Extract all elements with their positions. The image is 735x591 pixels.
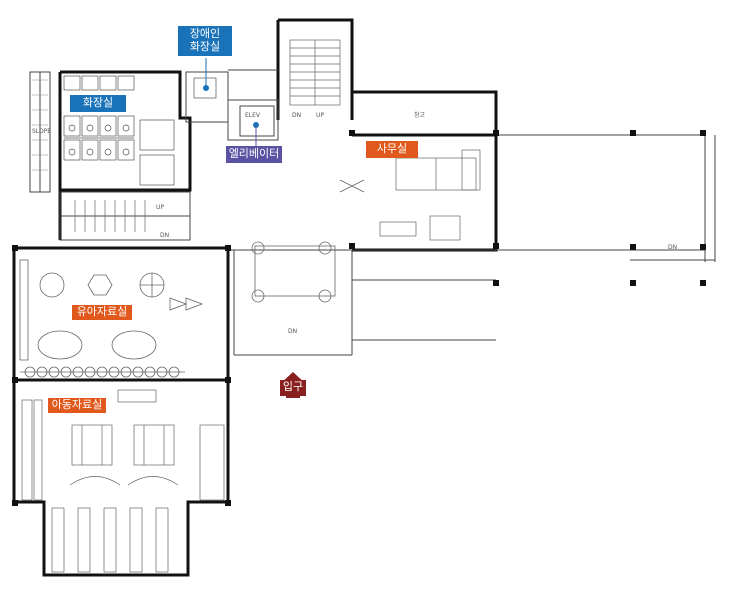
children-room-label: 아동자료실 xyxy=(48,398,106,413)
interior-walls xyxy=(29,69,716,356)
entrance-label: 입구 xyxy=(280,380,306,396)
right-dn-label: DN xyxy=(668,244,678,251)
slope-label: SLOPE xyxy=(32,128,52,135)
stair-left xyxy=(74,200,146,232)
stair-central xyxy=(289,39,341,106)
lobby-elements xyxy=(169,179,365,311)
infant-room-furniture xyxy=(19,259,185,378)
columns xyxy=(12,130,706,506)
left-stair-up-label: UP xyxy=(156,204,165,211)
infant-room-label: 유아자료실 xyxy=(72,305,132,320)
left-stair-dn-label: DN xyxy=(160,232,170,239)
restroom-label: 화장실 xyxy=(70,95,126,112)
storage-label: 창고 xyxy=(414,112,426,119)
elev-label: ELEV xyxy=(245,112,261,119)
stair-up-label: UP xyxy=(316,112,325,119)
restroom-stalls xyxy=(63,75,217,186)
slope-ramp xyxy=(32,79,48,171)
stair-dn-label: DN xyxy=(292,112,302,119)
office-furniture xyxy=(379,149,481,241)
accessible-restroom-label: 장애인 화장실 xyxy=(178,26,232,56)
lobby-dn-label: DN xyxy=(288,328,298,335)
elevator-label: 엘리베이터 xyxy=(226,146,282,163)
office-label: 사무실 xyxy=(366,141,418,158)
children-room-furniture xyxy=(21,389,225,573)
